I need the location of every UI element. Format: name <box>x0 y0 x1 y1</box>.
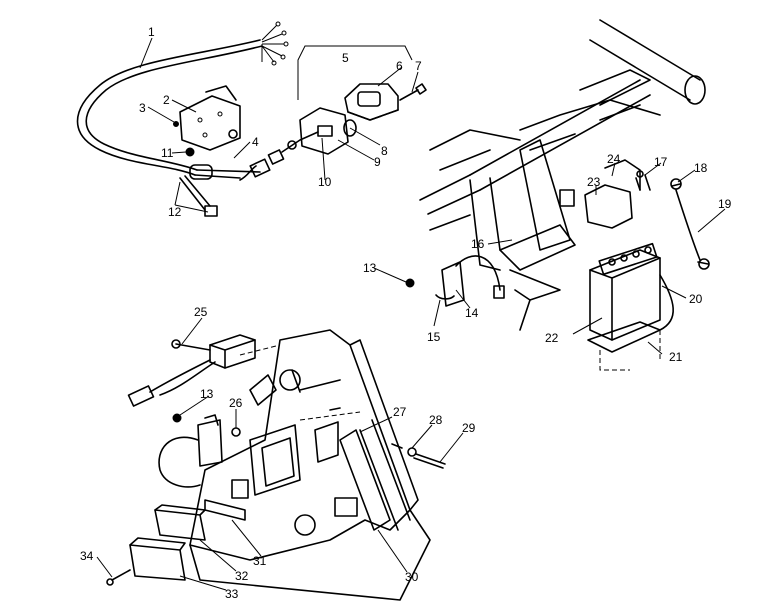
callout-22: 22 <box>545 331 559 345</box>
screw-34 <box>111 569 131 581</box>
callout-8: 8 <box>381 144 388 158</box>
callout-19: 19 <box>718 197 732 211</box>
callout-6: 6 <box>396 59 403 73</box>
bulb-8 <box>343 119 357 137</box>
callout-27: 27 <box>393 405 407 419</box>
bolt-17 <box>635 174 651 191</box>
callout-10: 10 <box>318 175 332 189</box>
battery-mat-21 <box>587 321 661 353</box>
lamp-socket <box>317 125 333 137</box>
wire-harness <box>76 21 289 217</box>
callout-11: 11 <box>161 146 174 160</box>
callout-31: 31 <box>253 554 267 568</box>
callout-1: 1 <box>148 25 155 39</box>
bolt-29 <box>391 443 446 469</box>
screw-3 <box>173 121 179 127</box>
callout-32: 32 <box>235 569 249 583</box>
cdi-module <box>127 334 256 407</box>
callout-23: 23 <box>587 175 601 189</box>
relay-assembly <box>405 255 505 307</box>
fuse-box-32 <box>154 504 206 541</box>
callout-25: 25 <box>194 305 208 319</box>
mounting-bracket <box>179 85 241 151</box>
callout-7: 7 <box>415 59 422 73</box>
callout-9: 9 <box>374 155 381 169</box>
battery-strap-20 <box>659 274 674 331</box>
fuse-cover-33 <box>129 537 186 581</box>
ignition-coil <box>158 413 241 488</box>
callout-20: 20 <box>689 292 703 306</box>
callout-29: 29 <box>462 421 476 435</box>
bracket-27 <box>339 429 391 531</box>
callout-18: 18 <box>694 161 708 175</box>
callout-4: 4 <box>252 135 259 149</box>
electrical-panel <box>189 329 431 601</box>
lamp-housing <box>344 83 399 121</box>
battery-pad-23 <box>584 184 633 229</box>
callout-17: 17 <box>654 155 668 169</box>
plate-31 <box>204 499 246 521</box>
callout-34: 34 <box>80 549 94 563</box>
callout-3: 3 <box>139 101 146 115</box>
callout-24: 24 <box>607 152 621 166</box>
callout-33: 33 <box>225 587 239 601</box>
callout-14: 14 <box>465 306 479 320</box>
nut-11 <box>185 147 195 157</box>
callout-5: 5 <box>342 51 349 65</box>
callout-16: 16 <box>471 237 485 251</box>
group-bracket-5 <box>297 45 413 100</box>
callout-30: 30 <box>405 570 419 584</box>
screw-7 <box>399 83 427 101</box>
callout-labels: 1 2 3 4 5 6 7 8 9 10 11 12 13 14 15 16 1… <box>80 25 732 601</box>
callout-28: 28 <box>429 413 443 427</box>
leader-lines <box>96 37 726 591</box>
callout-2: 2 <box>163 93 170 107</box>
battery-cable <box>670 178 710 270</box>
callout-15: 15 <box>427 330 441 344</box>
lamp-base <box>299 107 349 155</box>
callout-13-lower: 13 <box>200 387 214 401</box>
callout-21: 21 <box>669 350 683 364</box>
callout-26: 26 <box>229 396 243 410</box>
battery <box>589 242 661 341</box>
callout-13: 13 <box>363 261 377 275</box>
callout-12: 12 <box>168 205 182 219</box>
connector-assembly <box>239 131 319 181</box>
